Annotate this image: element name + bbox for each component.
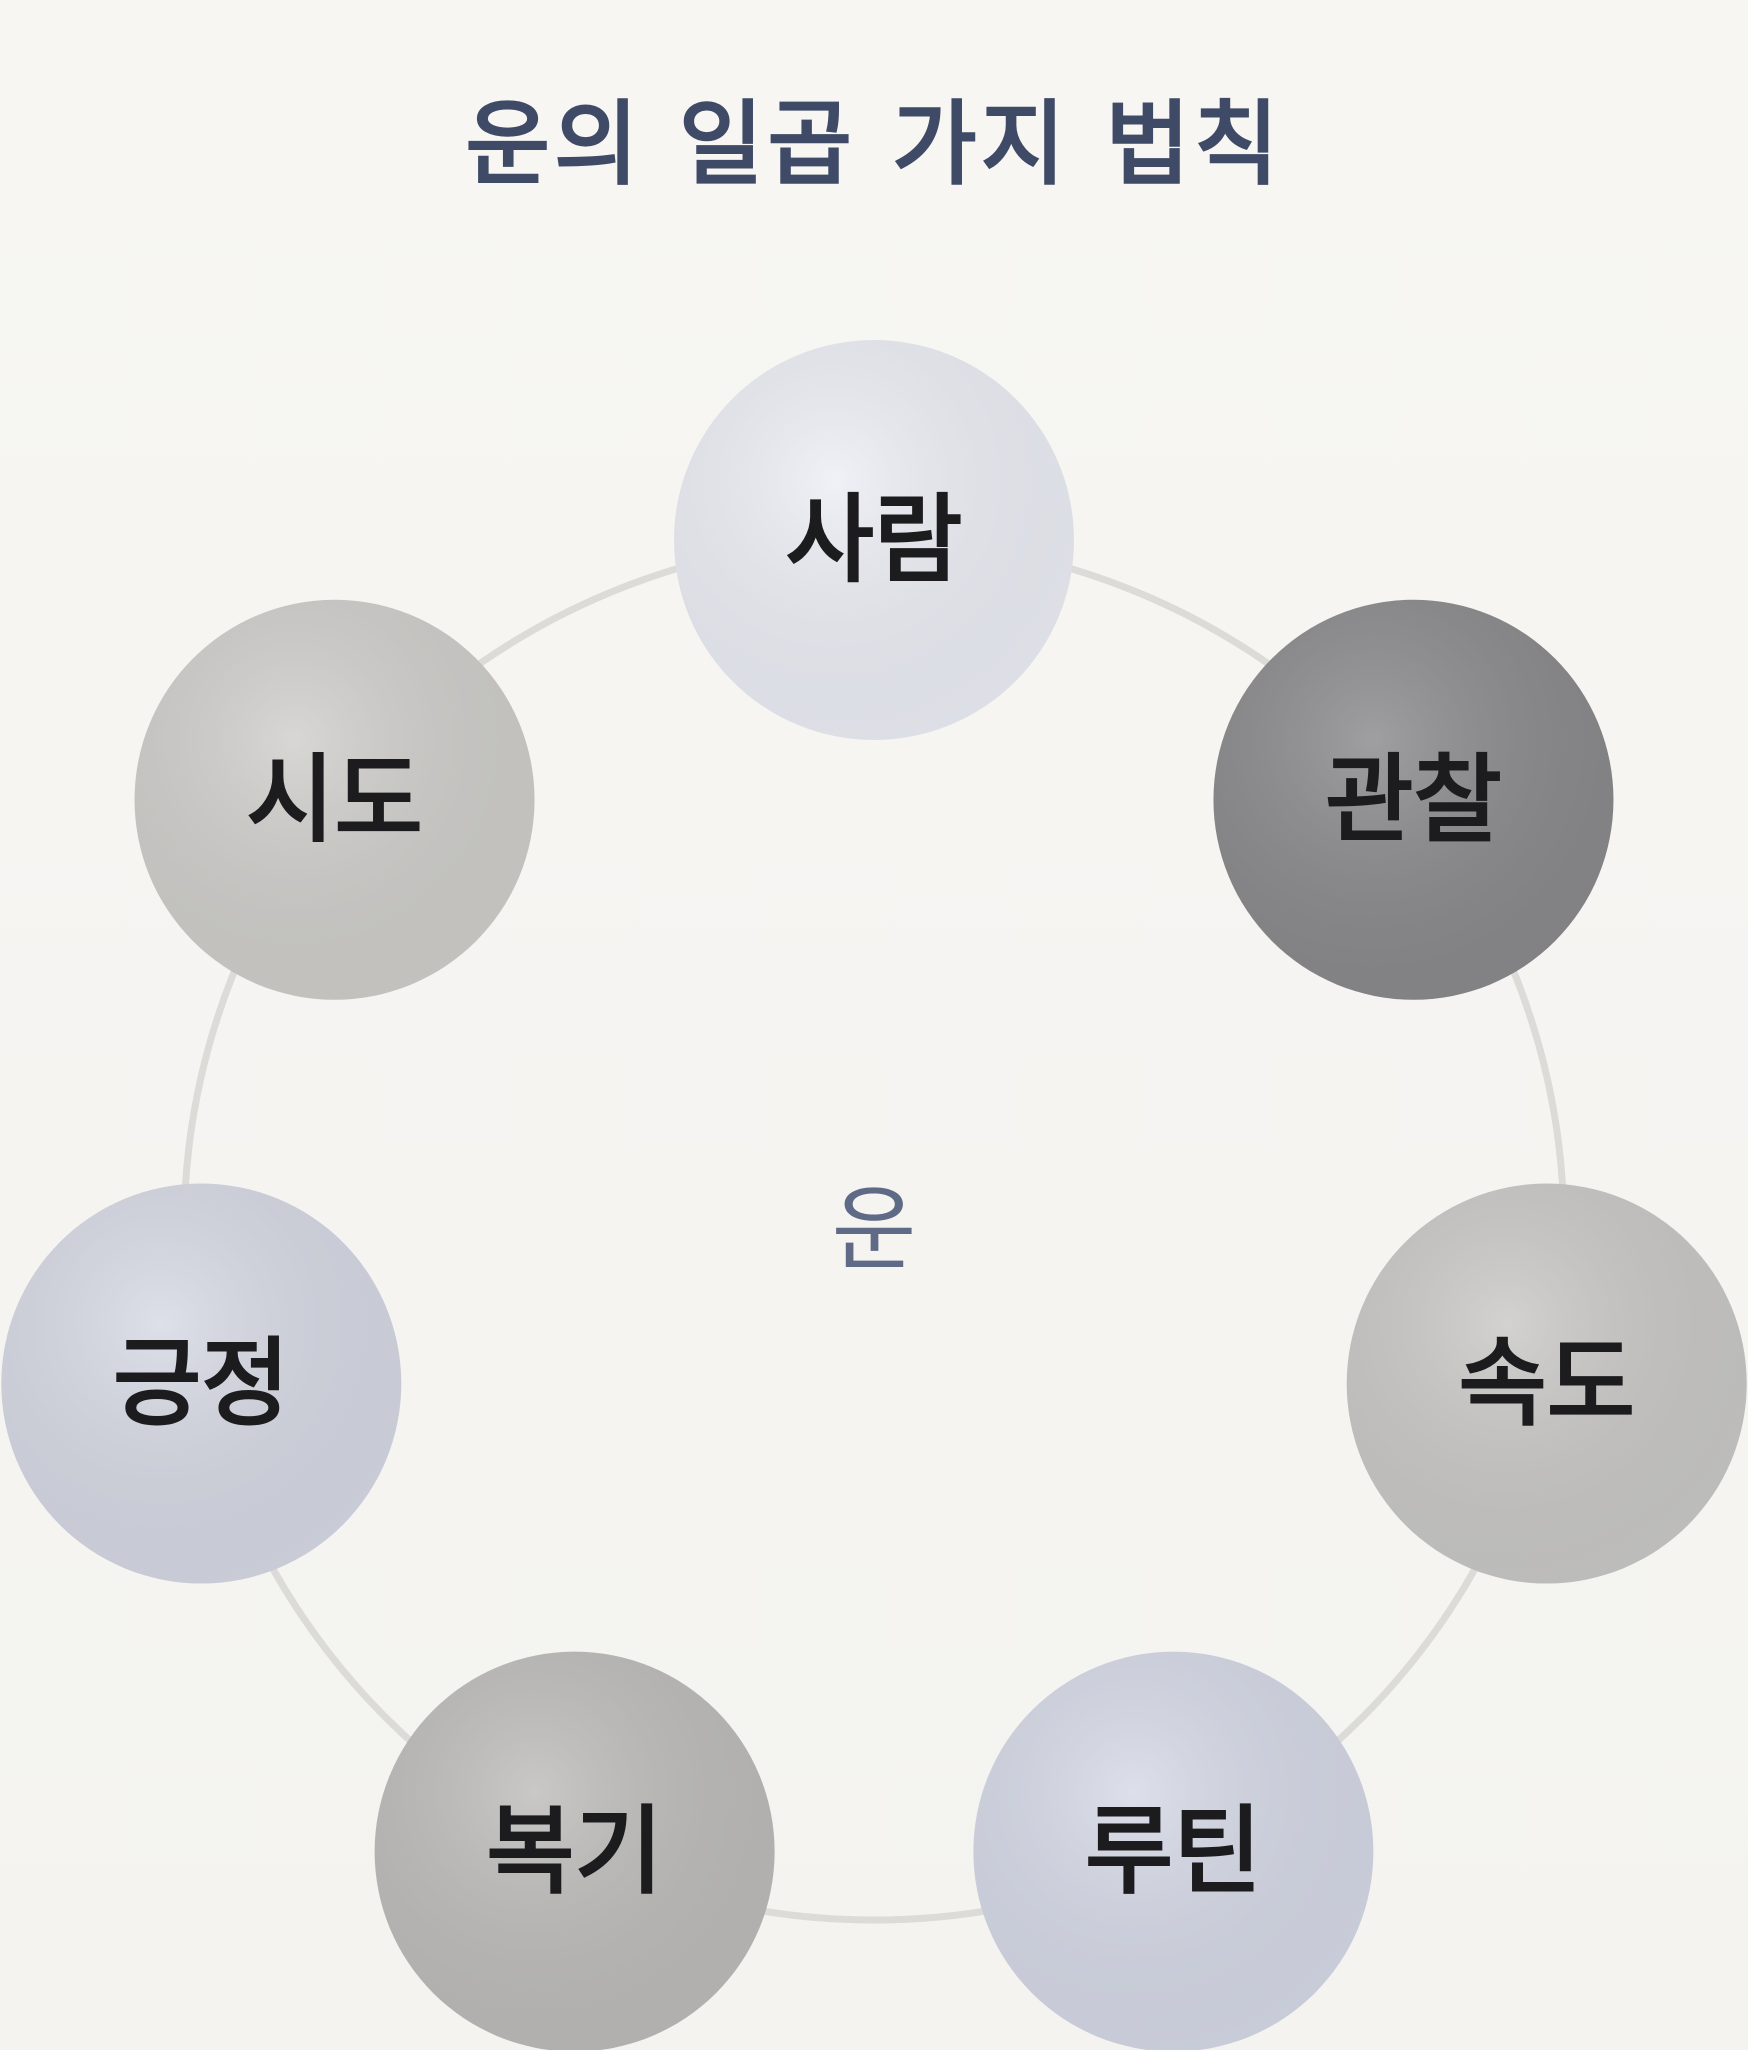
- node-3: 루틴: [973, 1651, 1374, 2050]
- center-label: 운: [832, 1177, 917, 1284]
- node-0: 사람: [674, 340, 1074, 740]
- node-4: 복기: [374, 1651, 775, 2050]
- node-shading: [134, 599, 535, 1000]
- node-shading: [1213, 599, 1614, 1000]
- node-shading: [374, 1651, 775, 2050]
- node-label: 복기: [486, 1796, 663, 1908]
- node-label: 시도: [246, 744, 423, 856]
- node-label: 사람: [786, 484, 963, 596]
- node-label: 속도: [1458, 1328, 1635, 1440]
- node-shading: [674, 340, 1074, 740]
- node-1: 관찰: [1213, 599, 1614, 1000]
- node-label: 관찰: [1325, 744, 1502, 856]
- node-label: 긍정: [113, 1328, 290, 1440]
- node-5: 긍정: [1, 1183, 402, 1584]
- diagram-title: 운의 일곱 가지 법칙: [465, 91, 1283, 198]
- node-shading: [1, 1183, 402, 1584]
- node-6: 시도: [134, 599, 535, 1000]
- node-2: 속도: [1346, 1183, 1747, 1584]
- node-label: 루틴: [1085, 1796, 1262, 1908]
- node-shading: [973, 1651, 1374, 2050]
- node-shading: [1346, 1183, 1747, 1584]
